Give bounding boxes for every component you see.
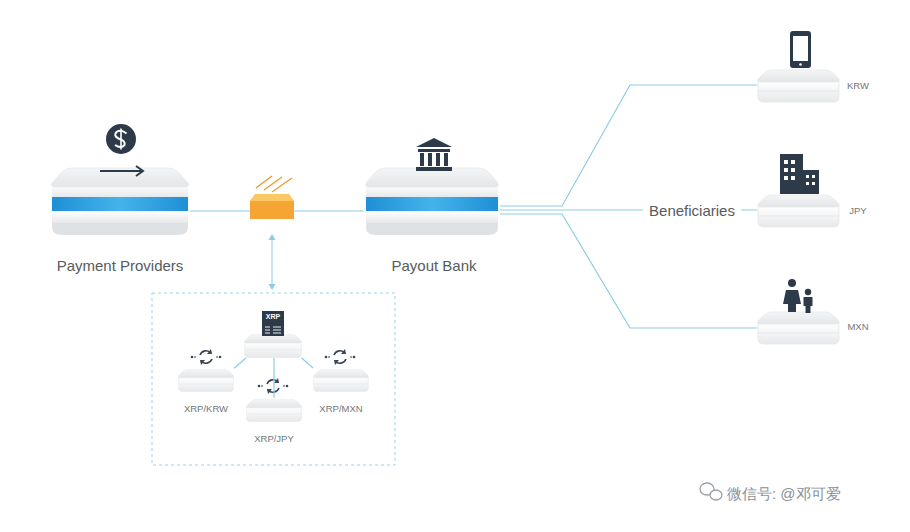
pair-node: XRP/JPY (246, 398, 302, 446)
connector (500, 85, 757, 206)
node-label: KRW (847, 81, 869, 92)
node-label: Payout Bank (391, 257, 476, 274)
node-label: XRP/JPY (254, 434, 294, 445)
ledger-box (250, 194, 294, 219)
node-label: JPY (849, 206, 866, 217)
beneficiary-node: JPY (757, 191, 879, 231)
group-label: Beneficiaries (643, 202, 741, 220)
token-node: XRP (246, 310, 302, 358)
node-label: Payment Providers (57, 257, 184, 274)
node-label: XRP/MXN (319, 404, 362, 415)
platform-node: Payout Bank (364, 130, 500, 280)
beneficiary-node: KRW (757, 66, 879, 106)
beneficiary-node: MXN (757, 307, 879, 347)
platform-node: Payment Providers (50, 120, 190, 280)
watermark: 微信号: @邓可爱 (727, 485, 841, 503)
node-label: MXN (847, 322, 868, 333)
pair-node: XRP/MXN (313, 368, 369, 416)
connector (500, 214, 757, 328)
connector (302, 358, 314, 368)
connector (274, 358, 275, 398)
pair-node: XRP/KRW (178, 368, 234, 416)
node-label: XRP (266, 313, 280, 321)
node-label: XRP/KRW (184, 404, 228, 415)
connector (234, 358, 246, 368)
